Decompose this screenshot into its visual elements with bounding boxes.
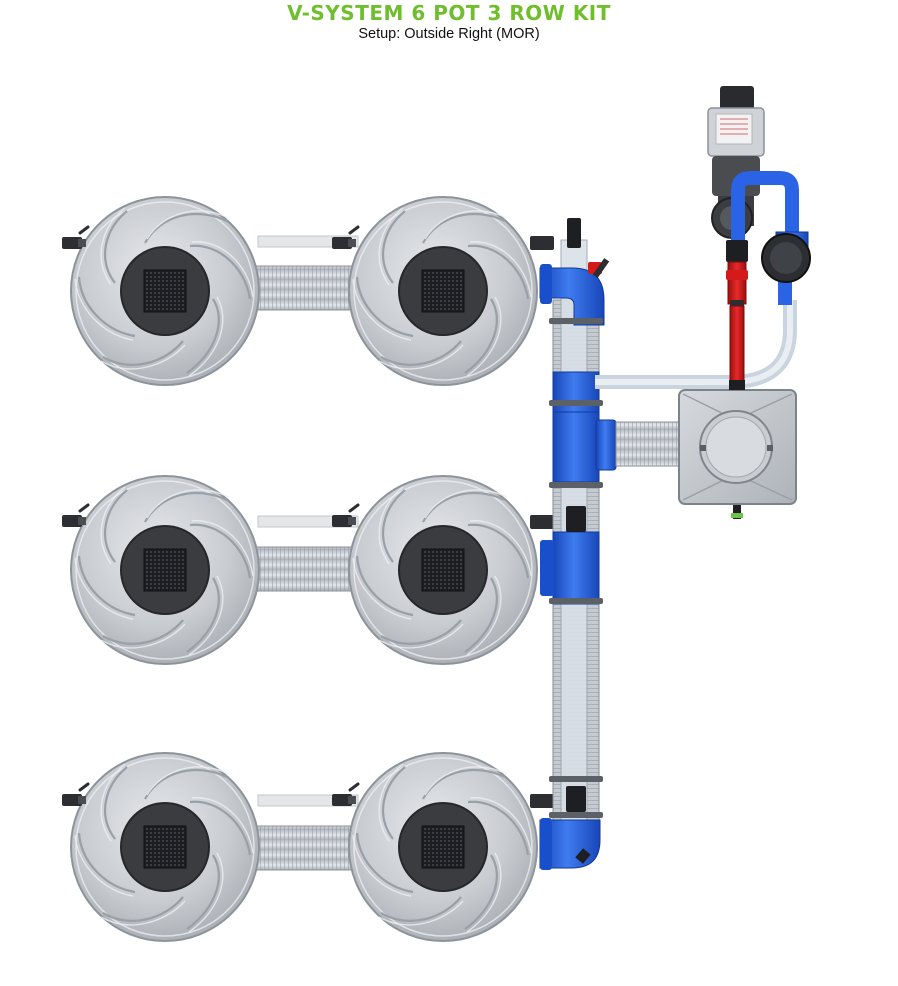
pot-row-3 [60, 751, 554, 943]
grow-pot-icon [69, 474, 261, 666]
page-title: V-SYSTEM 6 POT 3 ROW KIT [287, 1, 611, 25]
return-hose [595, 300, 797, 389]
vent-cap-icon [567, 218, 581, 248]
dripper-icon [60, 225, 90, 251]
grow-pot-icon [69, 195, 261, 387]
valve-icon [530, 794, 554, 808]
pump-assembly [707, 86, 811, 390]
dripper-icon [60, 503, 90, 529]
drain-manifold [539, 218, 617, 870]
pot-row-2 [60, 474, 554, 666]
grow-pot-icon [347, 751, 539, 943]
page-subtitle: Setup: Outside Right (MOR) [358, 26, 540, 42]
grow-pot-icon [69, 751, 261, 943]
reservoir-icon [678, 389, 797, 519]
reservoir-inlet-hose [615, 421, 683, 467]
valve-icon [530, 515, 554, 529]
valve-icon [530, 236, 554, 250]
valve-icon [588, 258, 610, 278]
grow-pot-icon [347, 474, 539, 666]
dripper-icon [60, 782, 90, 808]
pot-row-1 [60, 195, 554, 387]
grow-pot-icon [347, 195, 539, 387]
